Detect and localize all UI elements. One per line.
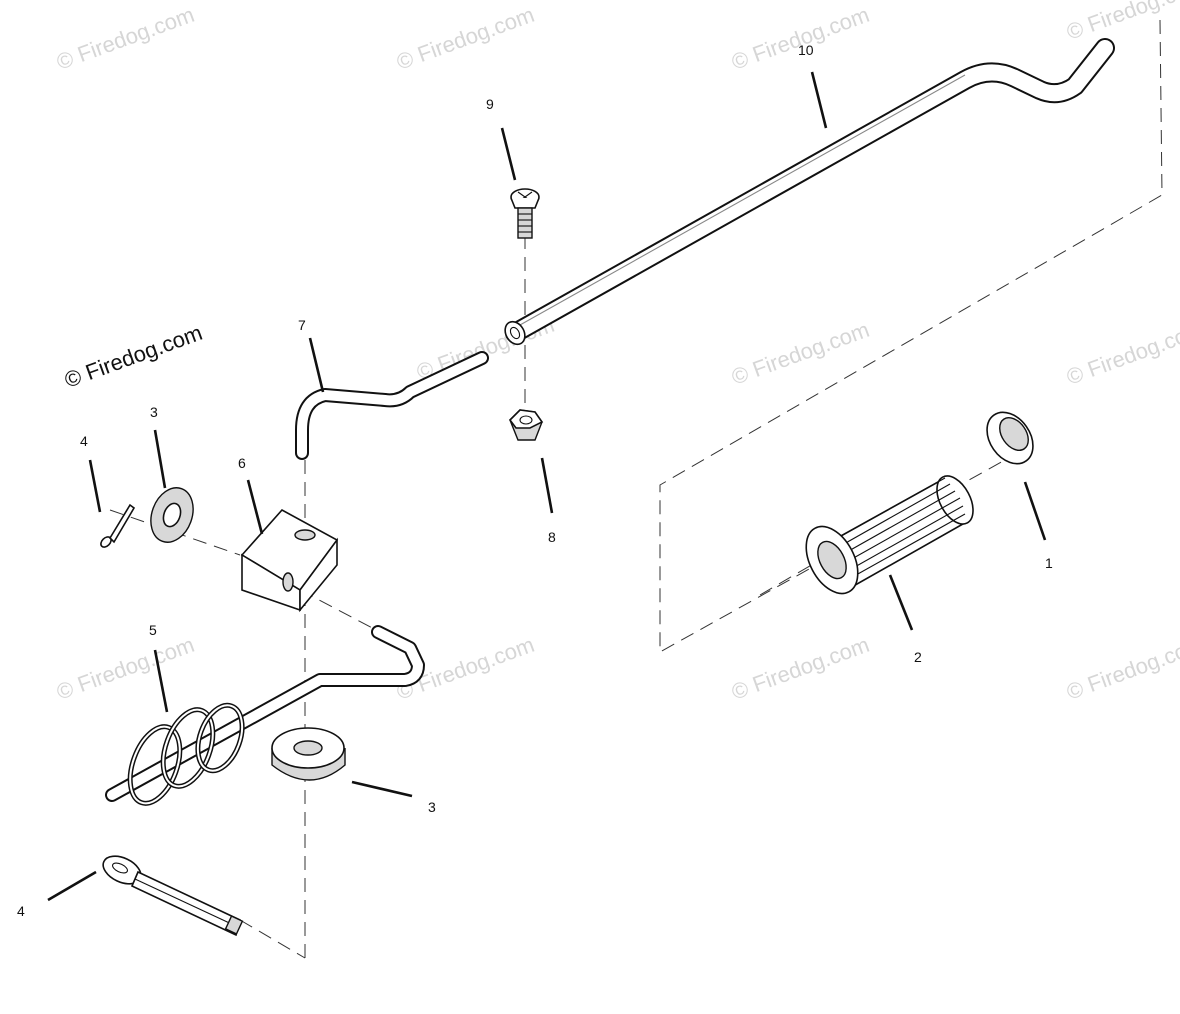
part-4-cotter-pin-small [100, 503, 136, 548]
part-8-hex-nut [508, 409, 544, 441]
callout-labels: 1 2 3 3 4 4 5 6 7 8 9 10 [17, 42, 1053, 919]
part-4-cotter-pin-large [102, 855, 244, 937]
watermark-main: © Firedog.com [61, 320, 205, 393]
watermark-layer: © Firedog.com © Firedog.com © Firedog.co… [53, 0, 1180, 705]
part-10-control-rod [504, 38, 1115, 346]
callout-6: 6 [238, 455, 246, 471]
watermark-faint: © Firedog.com [1063, 0, 1180, 45]
part-3-washer-upper [150, 487, 194, 543]
dash-cotter-axis [239, 919, 306, 959]
watermark-faint: © Firedog.com [53, 2, 197, 75]
watermark-faint: © Firedog.com [728, 317, 872, 390]
part-7-bent-rod [295, 351, 489, 460]
watermark-faint: © Firedog.com [1063, 632, 1180, 705]
part-3-washer-lower [271, 727, 346, 781]
assembly-dash-lines [109, 19, 1163, 965]
callout-5: 5 [149, 622, 157, 638]
part-5-spring-rod [105, 625, 425, 806]
callout-8: 8 [548, 529, 556, 545]
callout-9: 9 [486, 96, 494, 112]
watermark-faint: © Firedog.com [53, 632, 197, 705]
part-1-bushing [986, 411, 1034, 465]
callout-1: 1 [1045, 555, 1053, 571]
callout-10: 10 [798, 42, 814, 58]
part-6-block [240, 508, 339, 613]
watermark-faint: © Firedog.com [1063, 317, 1180, 390]
callout-4-lower: 4 [17, 903, 25, 919]
callout-7: 7 [298, 317, 306, 333]
callout-4-upper: 4 [80, 433, 88, 449]
callout-3-upper: 3 [150, 404, 158, 420]
dash-block-axis [299, 589, 381, 633]
callout-2: 2 [914, 649, 922, 665]
watermark-faint: © Firedog.com [393, 2, 537, 75]
part-9-screw [510, 188, 540, 239]
callout-3-lower: 3 [428, 799, 436, 815]
watermark-faint: © Firedog.com [728, 632, 872, 705]
watermark-faint: © Firedog.com [728, 2, 872, 75]
leader-lines [47, 71, 1047, 902]
part-2-grip [805, 475, 974, 595]
dash-rod-to-grip [659, 19, 1163, 653]
